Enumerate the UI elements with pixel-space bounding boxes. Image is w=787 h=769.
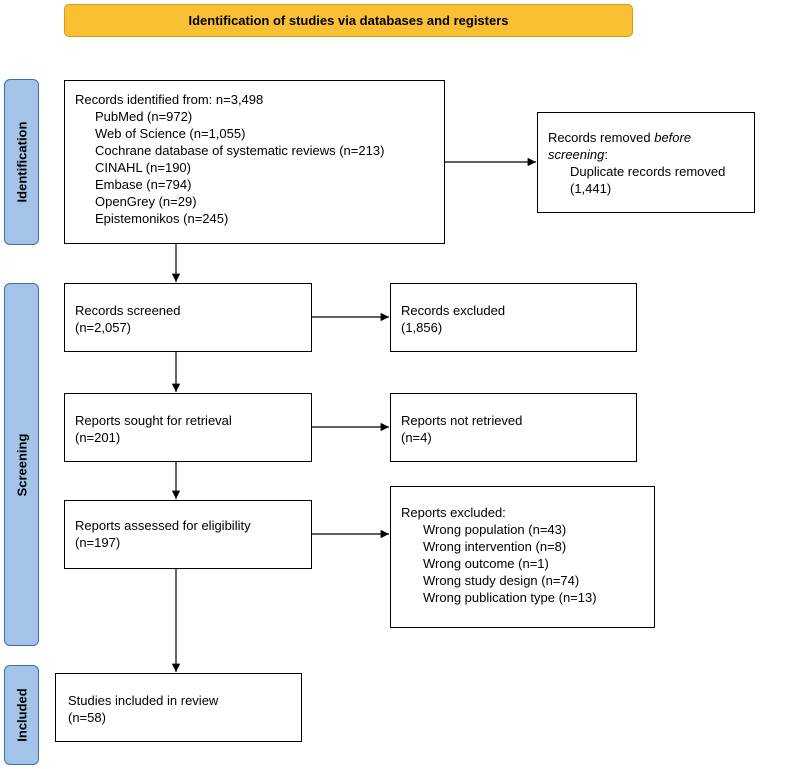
header-banner: Identification of studies via databases … — [64, 4, 633, 37]
duplicates-count: (1,441) — [570, 181, 612, 196]
records-removed-line1: Records removed before — [548, 130, 692, 145]
header-title: Identification of studies via databases … — [188, 13, 509, 28]
reports-excluded-title: Reports excluded: — [401, 505, 506, 520]
exclusion-reason: Wrong population (n=43) — [423, 522, 567, 537]
studies-included-title: Studies included in review — [68, 693, 219, 708]
source-item: PubMed (n=972) — [95, 109, 193, 124]
source-item: OpenGrey (n=29) — [95, 194, 197, 209]
source-item: Epistemonikos (n=245) — [95, 211, 229, 226]
records-identified-title: Records identified from: n=3,498 — [75, 92, 264, 107]
records-excluded-box: Records excluded (1,856) — [390, 283, 637, 352]
records-removed-box: Records removed before screening: Duplic… — [537, 112, 755, 213]
records-screened-title: Records screened — [75, 303, 181, 318]
studies-included-box: Studies included in review (n=58) — [55, 673, 302, 742]
reports-assessed-count: (n=197) — [75, 535, 121, 550]
phase-identification: Identification — [4, 79, 39, 245]
exclusion-reason: Wrong outcome (n=1) — [423, 556, 549, 571]
phase-screening: Screening — [4, 283, 39, 646]
reports-assessed-box: Reports assessed for eligibility (n=197) — [64, 500, 312, 569]
reports-not-retrieved-count: (n=4) — [401, 430, 432, 445]
exclusion-reason: Wrong intervention (n=8) — [423, 539, 567, 554]
reports-assessed-title: Reports assessed for eligibility — [75, 518, 251, 533]
reports-excluded-box: Reports excluded: Wrong population (n=43… — [390, 486, 655, 628]
records-removed-line2: screening: — [548, 147, 608, 162]
records-screened-count: (n=2,057) — [75, 320, 132, 335]
exclusion-reason: Wrong publication type (n=13) — [423, 590, 597, 605]
source-item: Cochrane database of systematic reviews … — [95, 143, 385, 158]
studies-included-count: (n=58) — [68, 710, 106, 725]
reports-sought-box: Reports sought for retrieval (n=201) — [64, 393, 312, 462]
phase-included: Included — [4, 665, 39, 765]
duplicates-detail: Duplicate records removed — [570, 164, 726, 179]
reports-sought-count: (n=201) — [75, 430, 121, 445]
reports-sought-title: Reports sought for retrieval — [75, 413, 232, 428]
exclusion-reason: Wrong study design (n=74) — [423, 573, 580, 588]
records-identified-box: Records identified from: n=3,498 PubMed … — [64, 80, 445, 244]
records-screened-box: Records screened (n=2,057) — [64, 283, 312, 352]
source-item: CINAHL (n=190) — [95, 160, 191, 175]
reports-not-retrieved-title: Reports not retrieved — [401, 413, 523, 428]
records-excluded-count: (1,856) — [401, 320, 443, 335]
source-item: Web of Science (n=1,055) — [95, 126, 246, 141]
source-item: Embase (n=794) — [95, 177, 192, 192]
records-excluded-title: Records excluded — [401, 303, 506, 318]
reports-not-retrieved-box: Reports not retrieved (n=4) — [390, 393, 637, 462]
